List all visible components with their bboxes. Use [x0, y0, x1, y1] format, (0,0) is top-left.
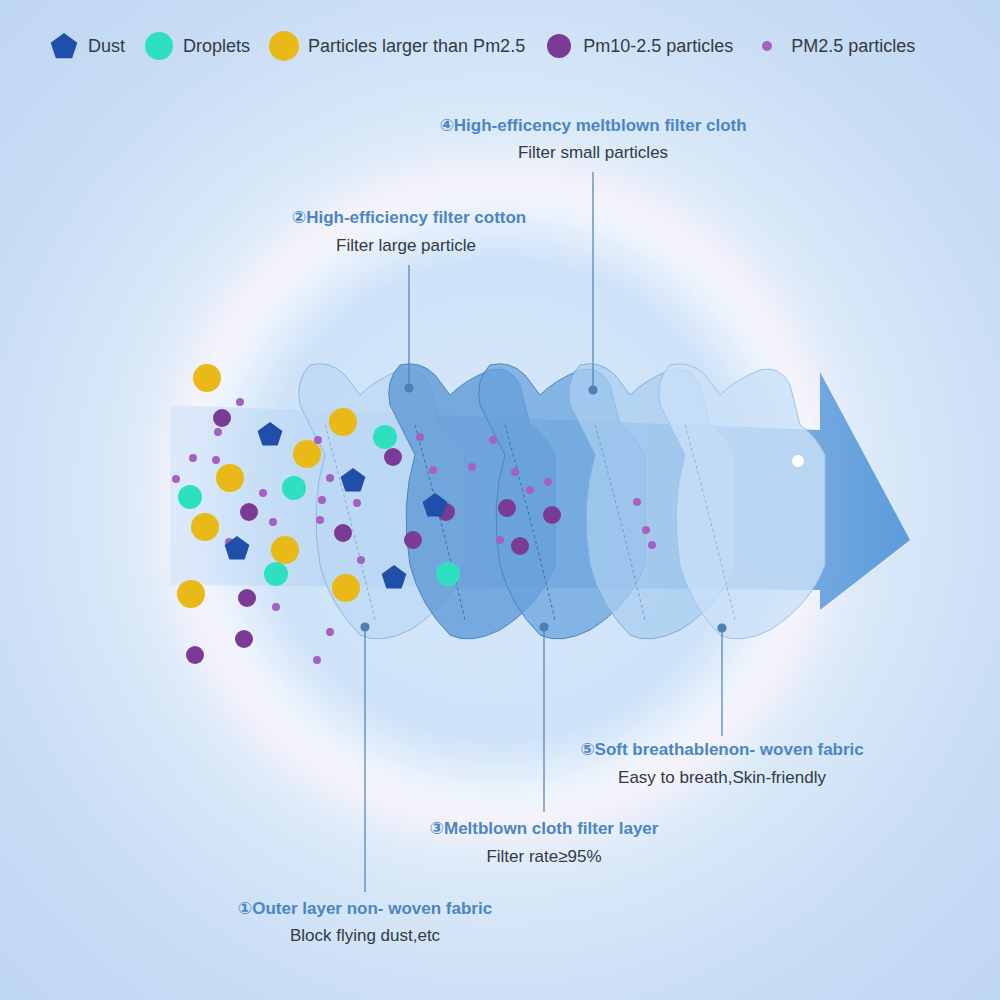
particle: [526, 486, 534, 494]
particle: [329, 408, 357, 436]
callout-title: ①Outer layer non- woven fabric: [238, 899, 492, 919]
mask-layer: [659, 364, 825, 639]
dust-particle: [225, 536, 250, 560]
particle: [240, 503, 258, 521]
particle: [353, 499, 361, 507]
particle: [416, 433, 424, 441]
callout-note: Filter rate≥95%: [486, 847, 601, 867]
particle: [191, 513, 219, 541]
legend-item: Particles larger than Pm2.5: [268, 30, 525, 62]
callout-title: ②High-efficiency filter cotton: [292, 208, 526, 228]
particle: [272, 603, 280, 611]
legend-item: PM2.5 particles: [751, 30, 915, 62]
particle: [496, 536, 504, 544]
particle: [511, 537, 529, 555]
dust-particle: [258, 422, 283, 446]
particle: [357, 556, 365, 564]
particle: [489, 436, 497, 444]
particle: [193, 364, 221, 392]
particle: [214, 428, 222, 436]
particle: [642, 526, 650, 534]
particle: [269, 518, 277, 526]
particle: [238, 589, 256, 607]
legend-text: Pm10-2.5 particles: [583, 36, 733, 57]
particle: [543, 506, 561, 524]
legend-swatch: [268, 30, 300, 62]
callout-note: Filter large particle: [336, 236, 476, 256]
particle: [186, 646, 204, 664]
particle: [259, 489, 267, 497]
particle: [293, 440, 321, 468]
particle: [212, 456, 220, 464]
particle: [334, 524, 352, 542]
particle: [235, 630, 253, 648]
particle: [436, 562, 460, 586]
particle: [271, 536, 299, 564]
callout-note: Filter small particles: [518, 143, 668, 163]
particle: [511, 468, 519, 476]
particle: [314, 436, 322, 444]
legend-item: Pm10-2.5 particles: [543, 30, 733, 62]
callout-note: Block flying dust,etc: [290, 926, 440, 946]
particle: [384, 448, 402, 466]
particle: [429, 466, 437, 474]
dust-particle: [341, 468, 366, 492]
legend-text: Particles larger than Pm2.5: [308, 36, 525, 57]
legend-swatch: [48, 30, 80, 62]
particle: [468, 463, 476, 471]
dust-particle: [382, 565, 407, 589]
particle: [326, 628, 334, 636]
particle: [498, 499, 516, 517]
particle: [318, 496, 326, 504]
legend-item: Dust: [48, 30, 125, 62]
callout-title: ④High-efficency meltblown filter cloth: [439, 116, 746, 136]
particle: [373, 425, 397, 449]
legend-text: Dust: [88, 36, 125, 57]
callout-title: ③Meltblown cloth filter layer: [430, 819, 659, 839]
callout-title: ⑤Soft breathablenon- woven fabric: [580, 740, 864, 760]
legend-swatch: [751, 30, 783, 62]
legend-text: Droplets: [183, 36, 250, 57]
particle: [172, 475, 180, 483]
particle: [216, 464, 244, 492]
particle: [648, 541, 656, 549]
particle: [332, 574, 360, 602]
particle: [189, 454, 197, 462]
legend-swatch: [143, 30, 175, 62]
particle: [178, 485, 202, 509]
particle: [282, 476, 306, 500]
particles: [172, 364, 656, 664]
legend-swatch: [543, 30, 575, 62]
particle: [213, 409, 231, 427]
particle: [236, 398, 244, 406]
particle: [316, 516, 324, 524]
legend: Dust Droplets Particles larger than Pm2.5 P…: [48, 30, 915, 62]
legend-text: PM2.5 particles: [791, 36, 915, 57]
particle: [544, 478, 552, 486]
dust-particle: [423, 493, 448, 517]
particle: [264, 562, 288, 586]
particle: [313, 656, 321, 664]
callout-note: Easy to breath,Skin-friendly: [618, 768, 826, 788]
particle: [326, 474, 334, 482]
particle: [633, 498, 641, 506]
particle: [404, 531, 422, 549]
particle: [177, 580, 205, 608]
legend-item: Droplets: [143, 30, 250, 62]
